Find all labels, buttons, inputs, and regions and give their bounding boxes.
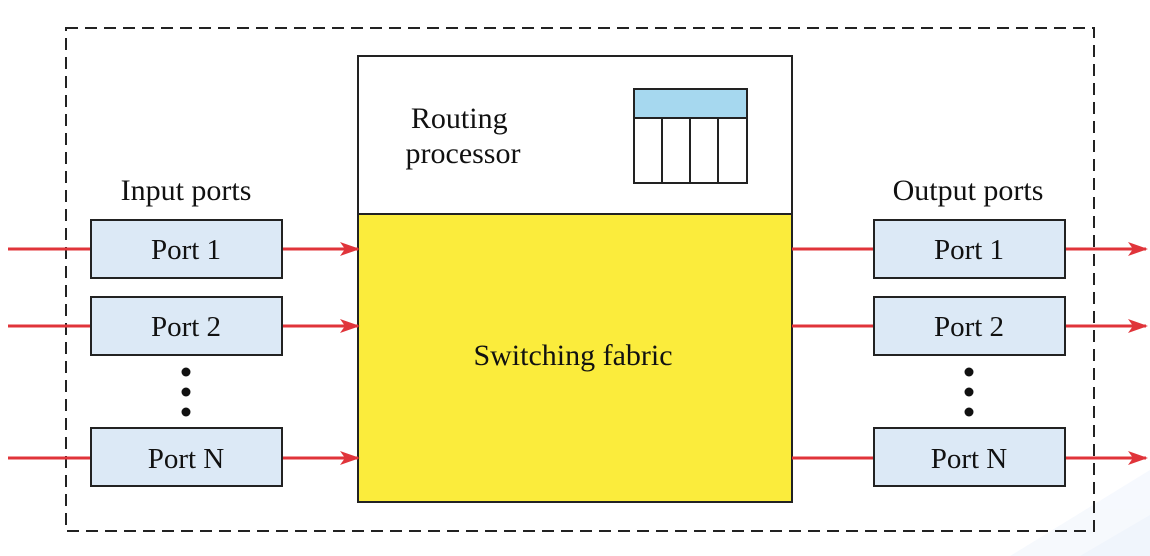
- output-port-2-label: Port 2: [934, 311, 1004, 343]
- output-port-n-label: Port N: [931, 443, 1008, 475]
- input-port-n-label: Port N: [148, 443, 225, 475]
- input-port-2-label: Port 2: [151, 311, 221, 343]
- input-ellipsis-dots: [181, 367, 191, 417]
- input-ports-heading: Input ports: [121, 174, 252, 207]
- input-port-1: Port 1: [90, 219, 283, 279]
- switching-fabric-box: [357, 213, 793, 503]
- output-port-2: Port 2: [873, 296, 1066, 356]
- output-ellipsis-dots: [964, 367, 974, 417]
- input-arrows: [8, 242, 360, 465]
- output-arrows: [792, 242, 1148, 465]
- background-decoration: [1010, 470, 1150, 556]
- input-port-1-label: Port 1: [151, 234, 221, 266]
- output-port-1: Port 1: [873, 219, 1066, 279]
- input-port-n: Port N: [90, 427, 283, 487]
- output-ports-heading: Output ports: [893, 174, 1044, 207]
- switching-fabric-label: Switching fabric: [473, 339, 672, 372]
- router-boundary: [65, 27, 1095, 532]
- routing-processor-label: Routing processor: [406, 102, 521, 170]
- output-port-1-label: Port 1: [934, 234, 1004, 266]
- input-port-2: Port 2: [90, 296, 283, 356]
- routing-table-icon: [633, 88, 748, 184]
- output-port-n: Port N: [873, 427, 1066, 487]
